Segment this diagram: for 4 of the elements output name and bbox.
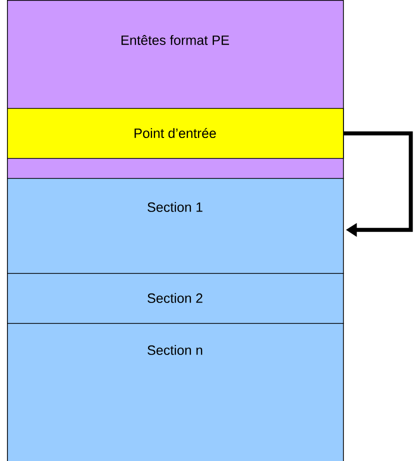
section-box: Section 2 <box>7 273 344 324</box>
entry-point-band: Point d’entrée <box>7 108 344 159</box>
arrow <box>344 131 413 237</box>
section-box: Section 1 <box>7 178 344 274</box>
